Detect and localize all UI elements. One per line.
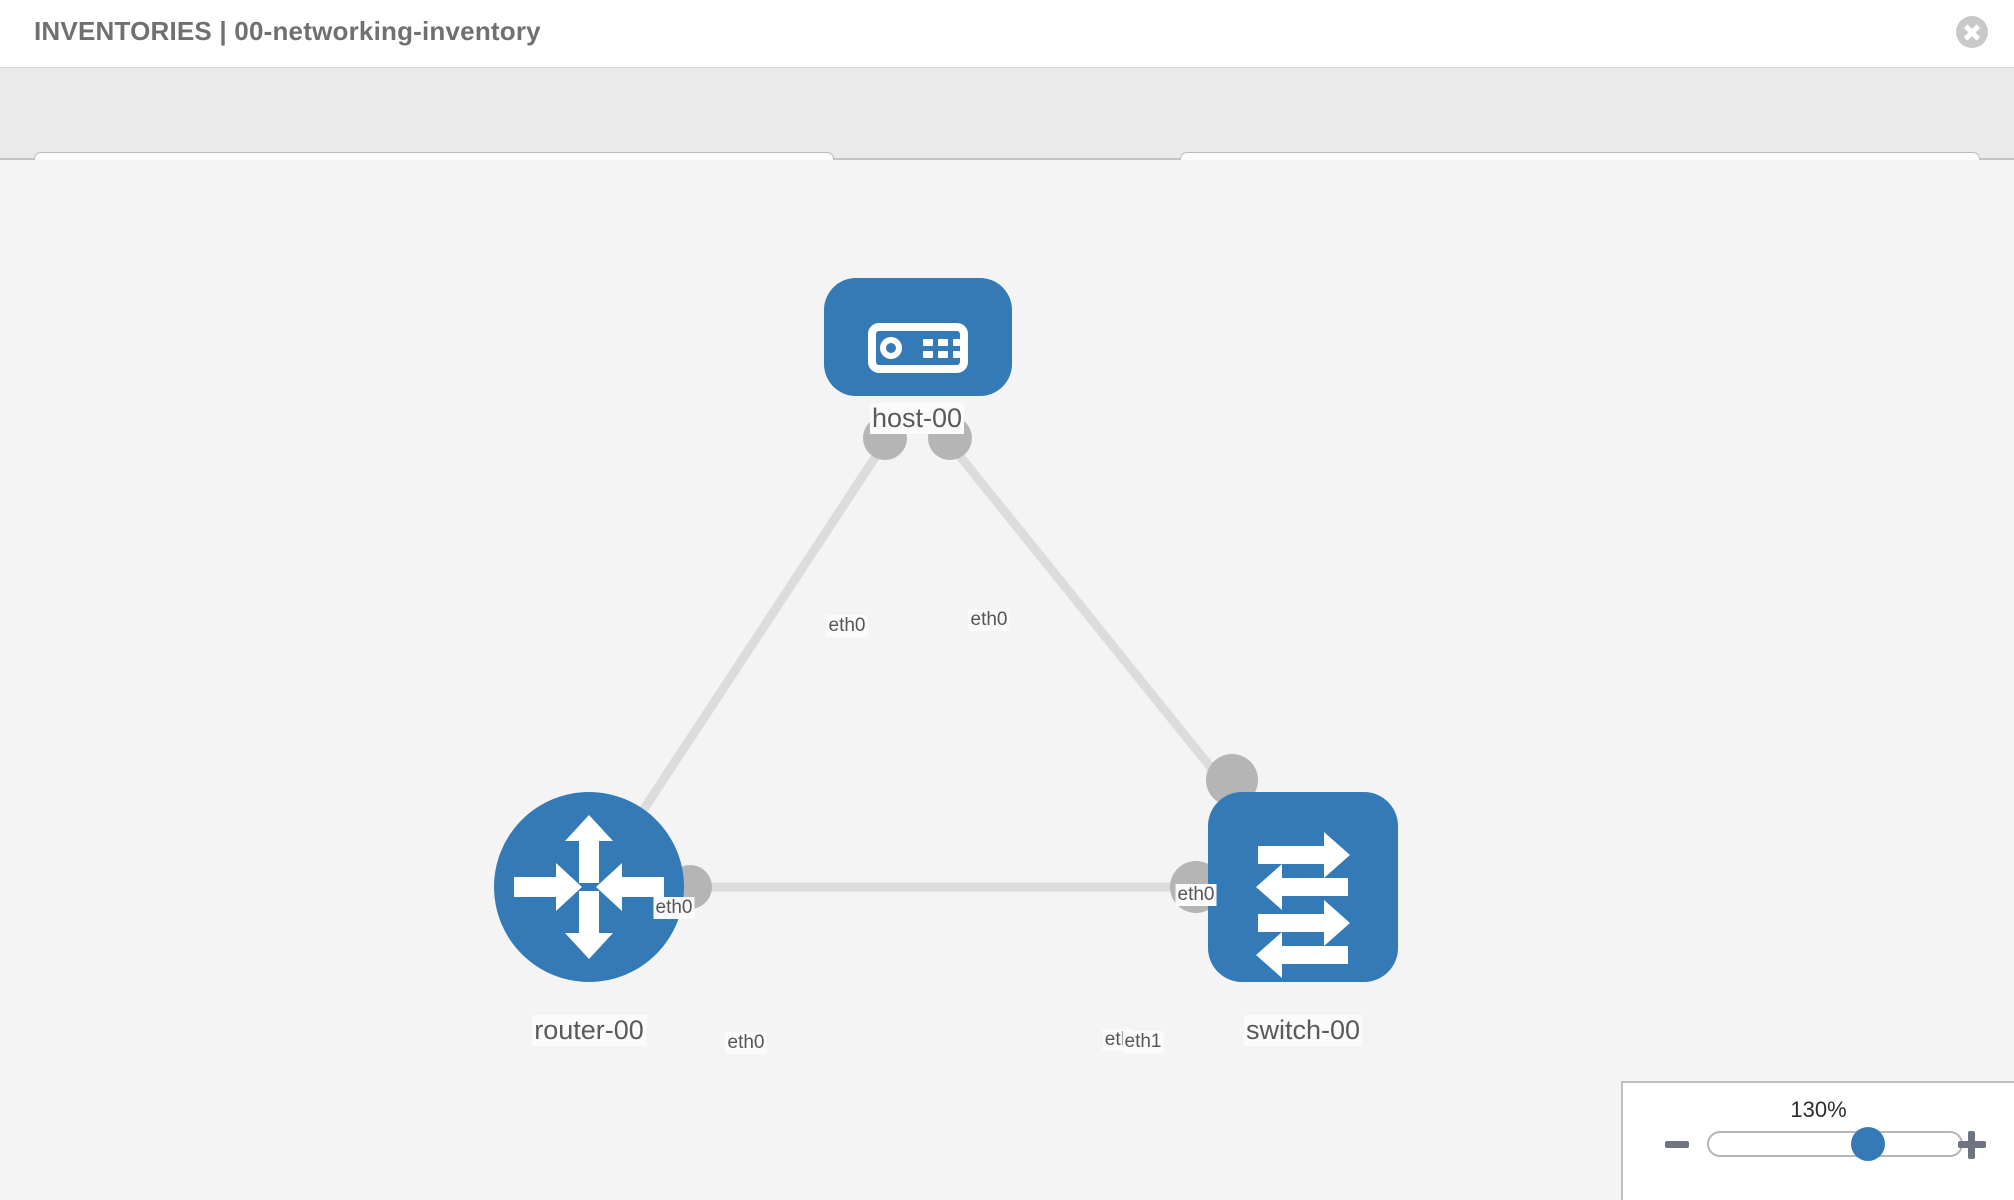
page-header: INVENTORIES | 00-networking-inventory bbox=[0, 0, 2014, 68]
node-label-router-00: router-00 bbox=[532, 1015, 646, 1046]
host-icon-details bbox=[880, 337, 960, 359]
link-router-host bbox=[636, 447, 884, 818]
zoom-out-button[interactable] bbox=[1665, 1141, 1689, 1148]
link-host-switch bbox=[951, 447, 1249, 813]
topology-connectors bbox=[668, 416, 1258, 913]
node-label-switch-00: switch-00 bbox=[1243, 1015, 1363, 1046]
router-icon bbox=[514, 815, 664, 959]
topology-canvas[interactable]: host-00 router-00 switch-00 eth0 eth0 et… bbox=[0, 160, 2014, 1200]
zoom-level-value: 130% bbox=[1790, 1097, 1847, 1122]
zoom-slider-thumb[interactable] bbox=[1850, 1127, 1885, 1161]
close-icon[interactable] bbox=[1956, 16, 1988, 48]
iface-label-host-right: eth0 bbox=[968, 609, 1010, 631]
toolbar: ACTIONS SEARCH bbox=[0, 68, 2014, 204]
zoom-in-button[interactable] bbox=[1958, 1131, 1986, 1159]
topology-links bbox=[636, 447, 1249, 892]
host-icon bbox=[868, 323, 968, 373]
iface-label-switch-eth1: eth1 bbox=[1122, 1031, 1164, 1053]
node-host-00 bbox=[824, 278, 1012, 396]
switch-icon bbox=[1256, 832, 1350, 978]
topology-graph bbox=[494, 278, 1398, 982]
page-title: INVENTORIES | 00-networking-inventory bbox=[34, 16, 541, 46]
iface-label-router-eth0: eth0 bbox=[725, 1032, 767, 1054]
node-host-00-body bbox=[824, 278, 1012, 396]
iface-label-switch-uplink: eth0 bbox=[1175, 884, 1217, 906]
zoom-control-panel: 130% bbox=[1621, 1081, 2014, 1200]
node-switch-00 bbox=[1208, 792, 1398, 982]
node-router-00-body bbox=[494, 792, 684, 982]
iface-label-host-left: eth0 bbox=[826, 615, 868, 637]
iface-label-router-uplink: eth0 bbox=[653, 897, 695, 919]
node-label-host-00: host-00 bbox=[869, 403, 965, 434]
zoom-slider[interactable] bbox=[1707, 1127, 1963, 1161]
node-router-00 bbox=[494, 792, 684, 982]
